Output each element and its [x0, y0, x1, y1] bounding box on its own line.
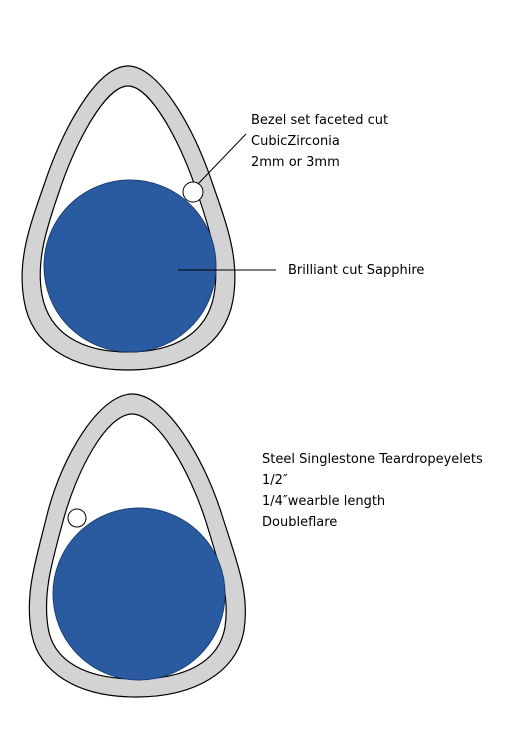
- bottom-label-line4: Doubleflare: [262, 515, 337, 530]
- bottom-label-line2: 1/2″: [262, 473, 288, 488]
- top-bezel-label-line3: 2mm or 3mm: [251, 155, 340, 170]
- bottom-sapphire-stone: [52, 507, 226, 681]
- top-cz-leader-line: [197, 133, 247, 185]
- bottom-label-line3: 1/4″wearble length: [262, 494, 385, 509]
- top-sapphire-stone: [43, 179, 217, 353]
- top-eyelet-diagram: Bezel set faceted cut CubicZirconia 2mm …: [21, 65, 424, 371]
- top-bezel-label-line2: CubicZirconia: [251, 134, 340, 149]
- top-bezel-label-line1: Bezel set faceted cut: [251, 113, 388, 128]
- bottom-cz-accent-stone: [67, 508, 87, 528]
- bottom-eyelet-diagram: Steel Singlestone Teardropeyelets 1/2″ 1…: [28, 393, 483, 698]
- top-sapphire-label: Brilliant cut Sapphire: [288, 263, 424, 278]
- bottom-label-line1: Steel Singlestone Teardropeyelets: [262, 452, 483, 467]
- top-cz-accent-stone: [182, 181, 204, 203]
